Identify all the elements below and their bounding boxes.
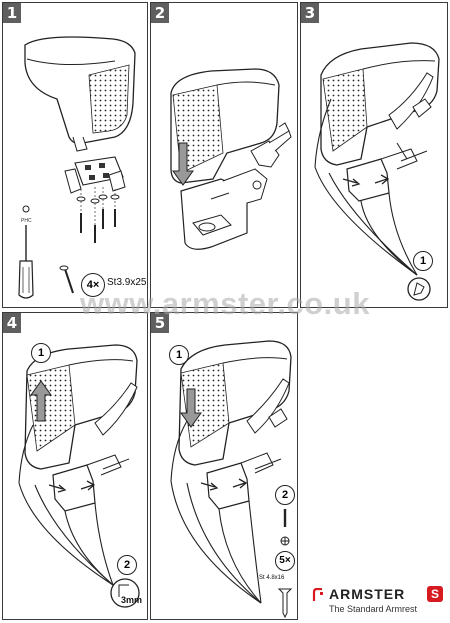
brand-name: ARMSTER bbox=[329, 586, 406, 602]
step-5-illustration bbox=[170, 340, 293, 619]
step-number: 5 bbox=[151, 313, 169, 333]
callout-1-badge: 1 bbox=[413, 251, 433, 271]
brand-logo: ARMSTER S The Standard Armrest bbox=[311, 586, 445, 616]
step-4-illustration bbox=[18, 344, 140, 608]
step-2-panel: 2 bbox=[150, 2, 298, 308]
step-number: 4 bbox=[3, 313, 21, 333]
step-number: 2 bbox=[151, 3, 169, 23]
callout-2-badge: 2 bbox=[117, 555, 137, 575]
callout-2-badge: 2 bbox=[275, 485, 295, 505]
armster-logo-icon bbox=[312, 588, 323, 601]
step-3-panel: 3 1 bbox=[300, 2, 448, 308]
step-3-illustration bbox=[314, 42, 440, 301]
screw-quantity-badge: 4× bbox=[81, 273, 105, 297]
callout-1-badge: 1 bbox=[31, 343, 51, 363]
brand-tagline: The Standard Armrest bbox=[329, 604, 418, 614]
screw-spec-label: St 4.8x16 bbox=[259, 575, 285, 581]
gap-measurement-label: 3mm bbox=[121, 595, 143, 605]
step-1-panel: 1 PHC 4× St3.9x25 bbox=[2, 2, 148, 308]
screwdriver-type-label: PHC bbox=[21, 218, 32, 224]
step-4-panel: 4 1 2 3mm bbox=[2, 312, 148, 620]
step-number: 1 bbox=[3, 3, 21, 23]
step-5-panel: 5 1 2 5× St 4.8x16 bbox=[150, 312, 298, 620]
step-1-illustration bbox=[18, 36, 136, 299]
step-2-illustration bbox=[170, 68, 292, 250]
step-number: 3 bbox=[301, 3, 319, 23]
screw-quantity-badge: 5× bbox=[275, 551, 295, 571]
screw-spec-label: St3.9x25 bbox=[107, 277, 147, 288]
brand-badge: S bbox=[427, 586, 443, 602]
callout-1-badge: 1 bbox=[169, 345, 189, 365]
